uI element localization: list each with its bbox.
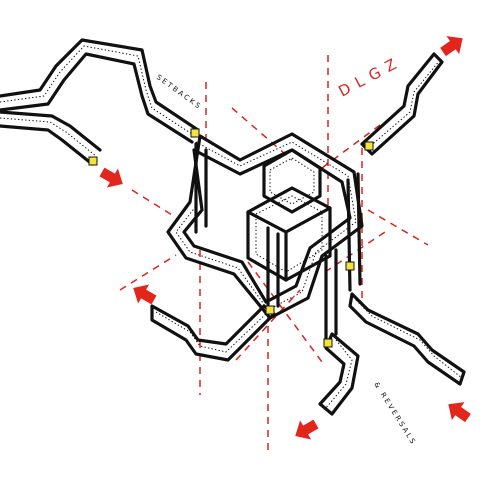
beam-core-cap xyxy=(262,148,322,214)
beam-arm-left xyxy=(0,124,94,166)
guide-line xyxy=(367,209,429,246)
yellow-joint-marker xyxy=(364,141,374,151)
yellow-joint-marker xyxy=(345,261,355,271)
beam-core-inner xyxy=(246,206,332,282)
guide-line xyxy=(235,289,301,361)
red-direction-arrow xyxy=(448,402,471,423)
beam-post xyxy=(324,248,338,342)
red-direction-arrow xyxy=(99,167,123,188)
beam-post xyxy=(266,226,280,314)
yellow-joint-marker xyxy=(88,156,98,166)
yellow-joint-marker xyxy=(323,338,333,348)
beam-arm-lower-center xyxy=(325,339,353,409)
direction-arrows xyxy=(99,36,471,440)
guide-line xyxy=(324,231,386,273)
beam-arm-upper-left xyxy=(0,38,200,132)
red-direction-arrow xyxy=(440,36,463,57)
beam-arm-lower-left xyxy=(155,309,271,353)
guide-lines xyxy=(119,55,429,455)
guide-line xyxy=(119,254,177,291)
beam-arm-lower-left xyxy=(150,304,276,362)
beam-arm-upper-left xyxy=(0,52,194,144)
guide-line xyxy=(131,189,173,216)
yellow-joint-marker xyxy=(190,128,200,138)
guide-line xyxy=(231,107,293,161)
beam-arm-lower-center xyxy=(318,332,360,416)
beam-arm-upper-right xyxy=(367,59,441,149)
diagram-title: DLGZ xyxy=(335,52,405,101)
beam-arm-left xyxy=(0,110,102,152)
joint-markers xyxy=(88,128,374,348)
reversals-label: & REVERSALS xyxy=(372,381,417,447)
beam-core-inner xyxy=(255,195,323,273)
beam-post xyxy=(346,172,362,292)
beam-core-frame xyxy=(166,132,364,320)
red-direction-arrow xyxy=(133,284,157,305)
red-direction-arrow xyxy=(295,419,319,440)
beam-structure xyxy=(0,38,466,416)
beam-arm-lower-right xyxy=(348,292,466,386)
beam-core-inner xyxy=(246,186,332,282)
beam-post xyxy=(194,142,208,234)
yellow-joint-marker xyxy=(265,305,275,315)
beam-arm-upper-right xyxy=(360,52,444,156)
